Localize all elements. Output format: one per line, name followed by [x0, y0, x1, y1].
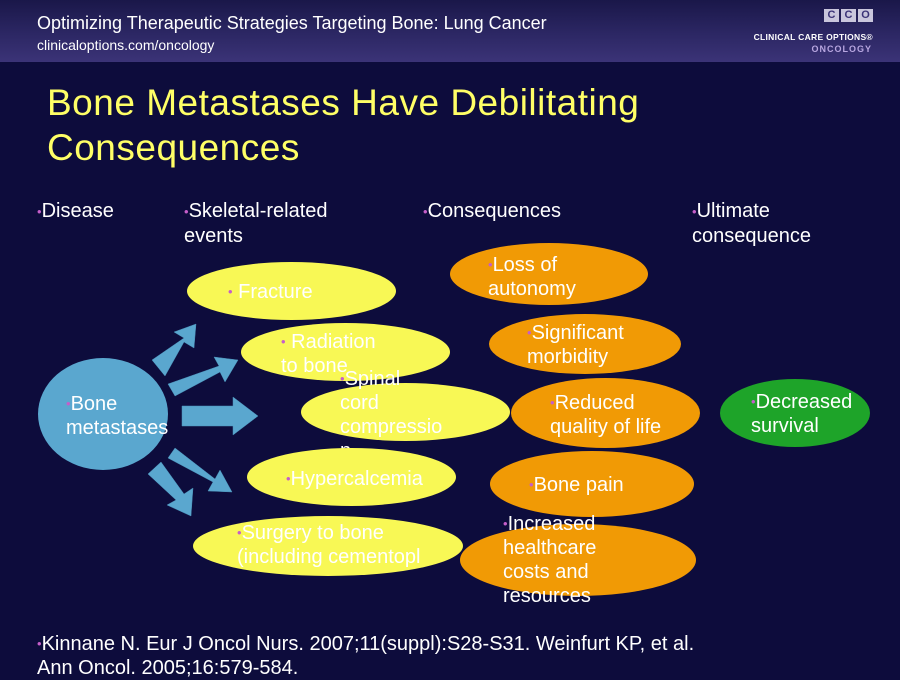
radiation-label: • Radiation to bone [281, 331, 376, 377]
significant-morbidity-node [489, 314, 681, 374]
slide-title-line: Consequences [47, 127, 300, 168]
loss-of-autonomy-node [450, 243, 648, 305]
bone-metastases-label: •Bone metastases [66, 393, 169, 439]
arrow-icon [167, 447, 233, 493]
slide-title: Bone Metastases Have Debilitating Conseq… [47, 80, 847, 170]
arrow-icon [151, 323, 197, 377]
column-header-sre: •Skeletal-related events [184, 200, 328, 247]
logo-wordmark: CLINICAL CARE OPTIONS® [753, 32, 873, 42]
logo-letter: O [858, 9, 873, 22]
bullet-icon: • [66, 396, 71, 411]
bullet-icon: • [488, 257, 493, 272]
decreased-survival-node [720, 379, 870, 447]
hypercalcemia-node [247, 448, 456, 506]
hypercalcemia-label: •Hypercalcemia [286, 468, 423, 490]
bullet-icon: • [529, 477, 534, 492]
logo-subtitle: ONCOLOGY [811, 44, 872, 54]
fracture-label: • Fracture [228, 281, 313, 303]
logo-letter: C [841, 9, 856, 22]
bone-pain-node [490, 451, 694, 517]
bullet-icon: • [184, 204, 189, 219]
bullet-icon: • [281, 334, 286, 349]
surgery-node [193, 516, 463, 576]
bullet-icon: • [527, 325, 532, 340]
header-bar: Optimizing Therapeutic Strategies Target… [0, 0, 900, 62]
bullet-icon: • [237, 525, 242, 540]
bullet-icon: • [692, 204, 697, 219]
healthcare-costs-node [460, 524, 696, 596]
decreased-survival-label: •Decreased survival [751, 391, 853, 437]
bullet-icon: • [37, 204, 42, 219]
surgery-label: •Surgery to bone (including cementopl [237, 522, 421, 568]
bullet-icon: • [751, 394, 756, 409]
bullet-icon: • [228, 284, 233, 299]
reduced-quality-label: •Reduced quality of life [550, 392, 662, 438]
logo-letter: C [824, 9, 839, 22]
bullet-icon: • [37, 636, 42, 651]
reduced-quality-node [511, 378, 700, 448]
column-header-disease: •Disease [37, 200, 114, 222]
arrow-icon [167, 356, 239, 397]
bullet-icon: • [340, 371, 345, 386]
column-header-consequences: •Consequences [423, 200, 561, 222]
presentation-title: Optimizing Therapeutic Strategies Target… [37, 13, 547, 33]
bone-metastases-node [38, 358, 168, 470]
cco-logo: C C O [824, 9, 873, 22]
healthcare-costs-label: •Increased healthcare costs and resource… [503, 513, 597, 607]
significant-morbidity-label: •Significant morbidity [527, 322, 624, 368]
spinal-cord-node [301, 383, 510, 441]
arrow-icon [181, 396, 259, 436]
reference-citation: •Kinnane N. Eur J Oncol Nurs. 2007;11(su… [37, 633, 695, 679]
bullet-icon: • [503, 516, 508, 531]
bullet-icon: • [550, 395, 555, 410]
bullet-icon: • [286, 471, 291, 486]
fracture-node [187, 262, 396, 320]
radiation-node [241, 323, 450, 381]
bone-pain-label: •Bone pain [529, 474, 624, 496]
column-header-ultimate: •Ultimate consequence [692, 200, 811, 247]
presentation-url: clinicaloptions.com/oncology [37, 37, 215, 53]
bullet-icon: • [423, 204, 428, 219]
slide-title-line: Bone Metastases Have Debilitating [47, 82, 640, 123]
arrow-icon [147, 461, 194, 517]
loss-of-autonomy-label: •Loss of autonomy [488, 254, 576, 300]
